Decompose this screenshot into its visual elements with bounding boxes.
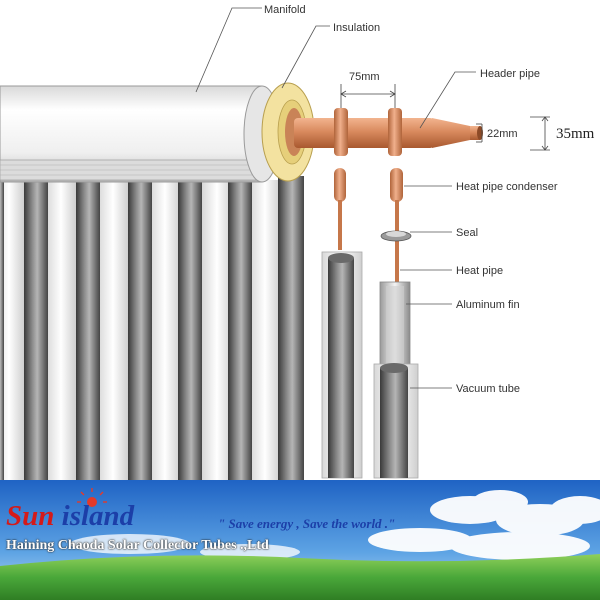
label-header-pipe: Header pipe	[480, 68, 540, 80]
glass-tube	[250, 180, 280, 480]
sun-logo-icon	[77, 488, 107, 507]
absorber-tube	[228, 182, 252, 480]
grass	[0, 554, 600, 600]
aluminum-fin	[379, 281, 411, 369]
label-insulation: Insulation	[333, 22, 380, 34]
brand-part1: Sun	[6, 500, 55, 532]
label-vacuum-tube: Vacuum tube	[456, 383, 520, 395]
manifold	[0, 85, 281, 183]
absorber-tube	[178, 182, 202, 480]
label-aluminum-fin: Aluminum fin	[456, 299, 520, 311]
company-name: Haining Chaoda Solar Collector Tubes .,L…	[6, 538, 269, 553]
glass-tube	[98, 180, 128, 480]
brand-logo: Sun island	[6, 500, 134, 533]
glass-tube	[150, 180, 180, 480]
brand-part2: island	[61, 500, 135, 532]
dim-pipe-diameter: 22mm	[487, 128, 518, 140]
glass-tube	[46, 180, 76, 480]
dimension-lines	[340, 84, 550, 151]
absorber-tube	[128, 182, 152, 480]
dim-spacing: 75mm	[349, 71, 380, 83]
label-manifold: Manifold	[264, 4, 306, 16]
solar-collector-diagram: Manifold Insulation Header pipe Heat pip…	[0, 4, 595, 480]
glass-tube	[202, 180, 232, 480]
dim-header-diameter: 35mm	[556, 126, 595, 142]
clouds	[70, 490, 600, 560]
label-heat-pipe: Heat pipe	[456, 265, 503, 277]
absorber-tube-edge	[0, 182, 4, 480]
vacuum-tube-left	[321, 251, 363, 479]
leader-lines	[195, 7, 476, 389]
seal	[380, 230, 412, 242]
tube-row	[0, 176, 304, 480]
absorber-tube	[24, 182, 48, 480]
vacuum-tube-right	[373, 363, 419, 479]
absorber-tube	[76, 182, 100, 480]
slogan: " Save energy , Save the world ."	[218, 516, 396, 531]
label-heat-pipe-condenser: Heat pipe condenser	[456, 181, 558, 193]
absorber-tube	[278, 176, 304, 480]
label-seal: Seal	[456, 227, 478, 239]
banner-background	[0, 480, 600, 600]
header-pipe	[294, 108, 483, 156]
